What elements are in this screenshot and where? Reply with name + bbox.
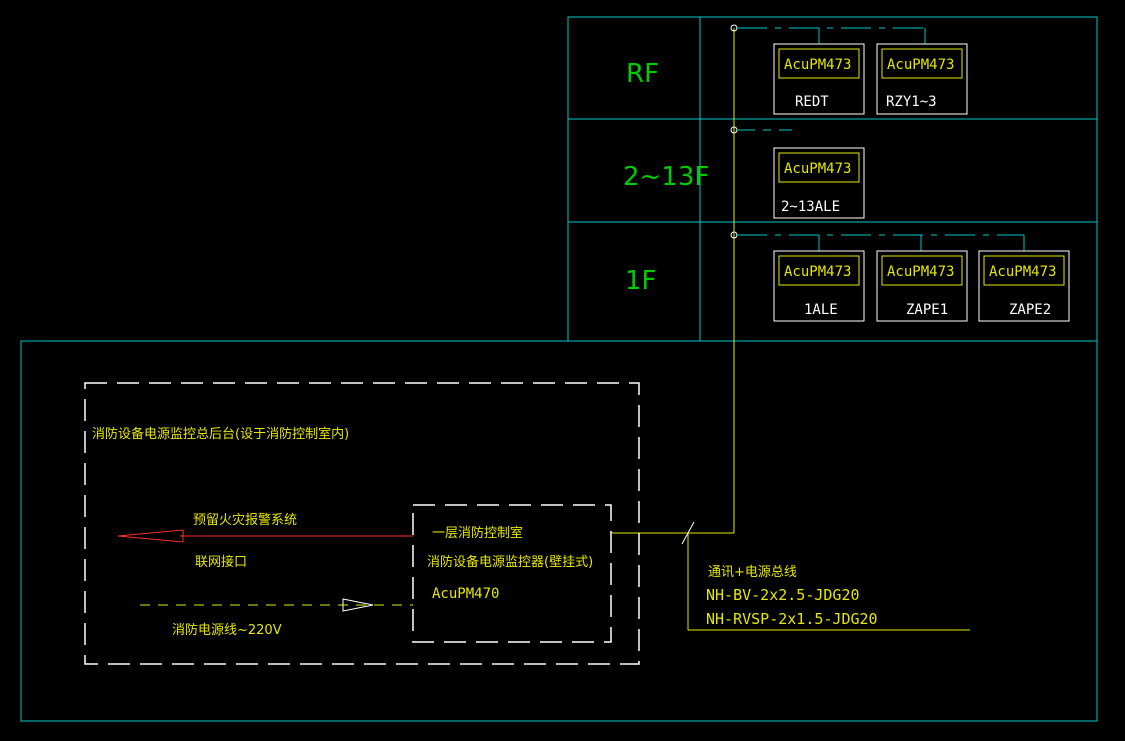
bus-cable-1: NH-BV-2x2.5-JDG20 [706, 586, 860, 604]
meter-redt: AcuPM473 REDT [773, 43, 865, 115]
power-line-label: 消防电源线~220V [172, 622, 282, 638]
floor-label-1f: 1F [625, 266, 657, 296]
power-arrow [342, 598, 374, 612]
meter-model: AcuPM473 [887, 264, 954, 280]
meter-model: AcuPM473 [784, 57, 851, 73]
meter-rzy: AcuPM473 RZY1~3 [876, 43, 968, 115]
riser-bus [611, 28, 970, 631]
bus-title: 通讯+电源总线 [708, 565, 797, 580]
backend-frame [84, 382, 640, 665]
monitor-room: 一层消防控制室 [432, 525, 523, 541]
alarm-arrow [117, 529, 184, 543]
meter-zape1: AcuPM473 ZAPE1 [876, 250, 968, 322]
meter-name: ZAPE1 [906, 302, 948, 318]
meter-1ale: AcuPM473 1ALE [773, 250, 865, 322]
meter-2-13ale: AcuPM473 2~13ALE [773, 147, 865, 219]
monitor-model: AcuPM470 [432, 586, 499, 602]
fire-alarm-label: 预留火灾报警系统 [193, 512, 297, 528]
power-line [140, 598, 413, 612]
meter-name: RZY1~3 [886, 94, 937, 110]
meter-model: AcuPM473 [887, 57, 954, 73]
floor-label-rf: RF [626, 59, 659, 89]
backend-title: 消防设备电源监控总后台(设于消防控制室内) [92, 426, 349, 442]
meter-zape2: AcuPM473 ZAPE2 [978, 250, 1070, 322]
meter-name: REDT [795, 94, 829, 110]
floor-label-2-13f: 2~13F [623, 162, 709, 192]
basement-frame [20, 340, 1098, 722]
meter-model: AcuPM473 [784, 264, 851, 280]
meter-name: ZAPE2 [1009, 302, 1051, 318]
monitor-device: 消防设备电源监控器(壁挂式) [427, 554, 593, 570]
monitor-frame [412, 504, 612, 643]
branch-1f [730, 231, 1025, 251]
branch-rf [730, 24, 926, 44]
fire-alarm-link [117, 529, 413, 543]
interface-label: 联网接口 [195, 554, 247, 570]
meter-name: 2~13ALE [781, 199, 840, 215]
meter-name: 1ALE [804, 302, 838, 318]
meter-model: AcuPM473 [989, 264, 1056, 280]
meter-model: AcuPM473 [784, 161, 851, 177]
floor-grid [20, 16, 1098, 722]
bus-cable-2: NH-RVSP-2x1.5-JDG20 [706, 610, 878, 628]
branch-2-13f [730, 126, 792, 134]
